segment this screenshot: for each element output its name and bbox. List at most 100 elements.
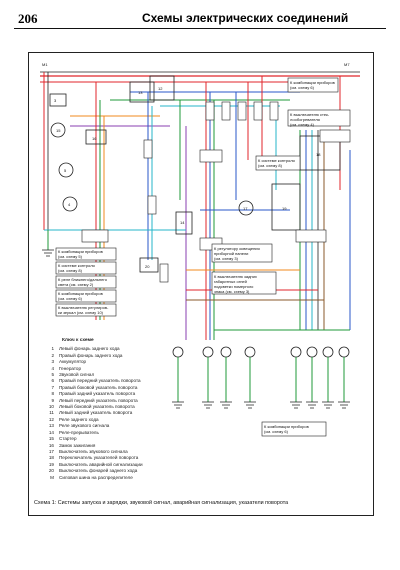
- page-number: 206: [18, 11, 38, 26]
- legend-item: 2 Правый фонарь заднего хода: [42, 353, 192, 359]
- label-monitoring-system: К системе контроля(см. схему 8): [58, 263, 95, 273]
- legend-item-number: 7: [51, 384, 54, 390]
- label-control-system: К системе контроля(см. схему 8): [258, 158, 295, 168]
- label-instr-cluster-5: К комбинации приборов(см. схему 5): [58, 249, 103, 259]
- legend-item-number: 13: [48, 423, 54, 429]
- legend-item-number: 16: [48, 442, 54, 448]
- diagram-frame: [28, 52, 374, 516]
- legend-item-number: 4: [51, 365, 54, 371]
- label-instr-cluster-6-mid: К комбинации приборов(см. схему 6): [58, 291, 103, 301]
- legend-item: 15 Стартер: [42, 436, 192, 442]
- legend-item-number: 15: [48, 436, 54, 442]
- legend-item-text: Выключатель фонарей заднего хода: [59, 468, 138, 474]
- legend-item: 6 Правый передний указатель поворота: [42, 378, 192, 384]
- label-instr-cluster-6-top: К комбинации приборов(см. схему 6): [290, 80, 335, 90]
- legend-item-text: Правый задний указатель поворота: [59, 391, 136, 397]
- legend-item-number: 19: [48, 461, 54, 467]
- legend-item: 13 Реле звукового сигнала: [42, 423, 192, 429]
- component-ignition-switch: 16: [85, 129, 107, 145]
- component-hazard-switch: 19: [271, 183, 301, 231]
- ground-symbols: [42, 249, 350, 409]
- legend-item-number: 11: [49, 410, 54, 416]
- legend-item: 18 Переключатель указателей поворота: [42, 455, 192, 461]
- legend-item-number: 6: [51, 378, 54, 384]
- component-relay-12: 12: [149, 75, 175, 101]
- legend-item-number: 9: [51, 397, 54, 403]
- legend-item: 19 Выключатель аварийной сигнализации: [42, 462, 192, 468]
- component-alternator: 4: [62, 196, 78, 212]
- legend-item-number: 18: [48, 455, 54, 461]
- legend-item-text: Выключатель аварийной сигнализации: [59, 461, 143, 467]
- label-window-heater: К выключателю стек-лообогревателя(см. сх…: [290, 112, 330, 127]
- svg-text:15: 15: [56, 128, 61, 133]
- fuse-blocks: [143, 101, 279, 283]
- legend-item-text: Реле заднего хода: [59, 416, 99, 422]
- legend-item-text: Переключатель указателей поворота: [59, 455, 139, 461]
- legend-item-number: 14: [48, 429, 54, 435]
- legend-items: 1 Левый фонарь заднего хода 2 Правый фонарь…: [42, 346, 192, 481]
- svg-text:12: 12: [158, 86, 163, 91]
- legend-item: 4 Генератор: [42, 366, 192, 372]
- legend-item: 10 Левый боковой указатель поворота: [42, 404, 192, 410]
- component-flasher: 14: [175, 211, 193, 235]
- legend-item-text: Аккумулятор: [59, 359, 87, 365]
- svg-text:17: 17: [243, 206, 248, 211]
- bus-label-m7: M7: [344, 62, 350, 67]
- svg-text:13: 13: [138, 90, 143, 95]
- svg-text:14: 14: [180, 220, 185, 225]
- legend-item-text: Правый фонарь заднего хода: [59, 352, 123, 358]
- component-starter: 15: [50, 122, 66, 138]
- svg-text:18: 18: [316, 152, 321, 157]
- legend-item: 7 Правый боковой указатель поворота: [42, 385, 192, 391]
- svg-text:5: 5: [64, 168, 67, 173]
- page-title: Схемы электрических соединений: [142, 11, 349, 25]
- svg-text:4: 4: [68, 202, 71, 207]
- legend-item-text: Выключатель звукового сигнала: [59, 448, 128, 454]
- svg-text:3: 3: [54, 98, 57, 103]
- legend-item-number: 10: [48, 404, 54, 410]
- legend-item-text: Стартер: [59, 436, 77, 442]
- legend-item-text: Правый передний указатель поворота: [59, 378, 141, 384]
- legend-item-number: 1: [51, 346, 54, 352]
- component-battery: 3: [49, 93, 67, 107]
- legend-item-text: Левый боковой указатель поворота: [59, 404, 135, 410]
- connector-strips: [81, 129, 351, 251]
- legend-item-text: Силовая шина на распределителе: [59, 474, 133, 480]
- label-instr-cluster-6-bottom: К комбинации приборов(см. схему 6): [264, 424, 309, 434]
- bus-label-m1: M1: [42, 62, 48, 67]
- legend-item: 16 Замок зажигания: [42, 443, 192, 449]
- legend-item-text: Реле-прерыватель: [59, 429, 99, 435]
- svg-text:19: 19: [282, 206, 287, 211]
- legend-item-text: Левый задний указатель поворота: [59, 410, 133, 416]
- legend-item-text: Правый боковой указатель поворота: [59, 384, 138, 390]
- legend-item-text: Звуковой сигнал: [59, 372, 95, 378]
- component-reverse-switch: 20: [139, 257, 159, 273]
- component-horn-switch: 17: [238, 200, 254, 216]
- legend-title: Ключ к схеме: [62, 338, 94, 343]
- legend-item: 14 Реле-прерыватель: [42, 430, 192, 436]
- left-wires: [43, 72, 187, 340]
- page-header: 206 Схемы электрических соединений: [14, 8, 386, 29]
- legend-item-number: 2: [51, 352, 54, 358]
- legend-item: 11 Левый задний указатель поворота: [42, 410, 192, 416]
- legend-item-text: Генератор: [59, 365, 81, 371]
- reference-boxes: К комбинации приборов(см. схему 6) К вык…: [55, 77, 351, 437]
- legend-item-text: Реле звукового сигнала: [59, 423, 110, 429]
- legend-item: 20 Выключатель фонарей заднего хода: [42, 468, 192, 474]
- ground-wires: [47, 230, 345, 402]
- legend-item-text: Левый фонарь заднего хода: [59, 346, 120, 352]
- legend-item-number: 12: [48, 416, 54, 422]
- legend-item-number: 20: [48, 468, 54, 474]
- component-relay-13: 13: [129, 81, 155, 103]
- legend-item-text: Замок зажигания: [59, 442, 96, 448]
